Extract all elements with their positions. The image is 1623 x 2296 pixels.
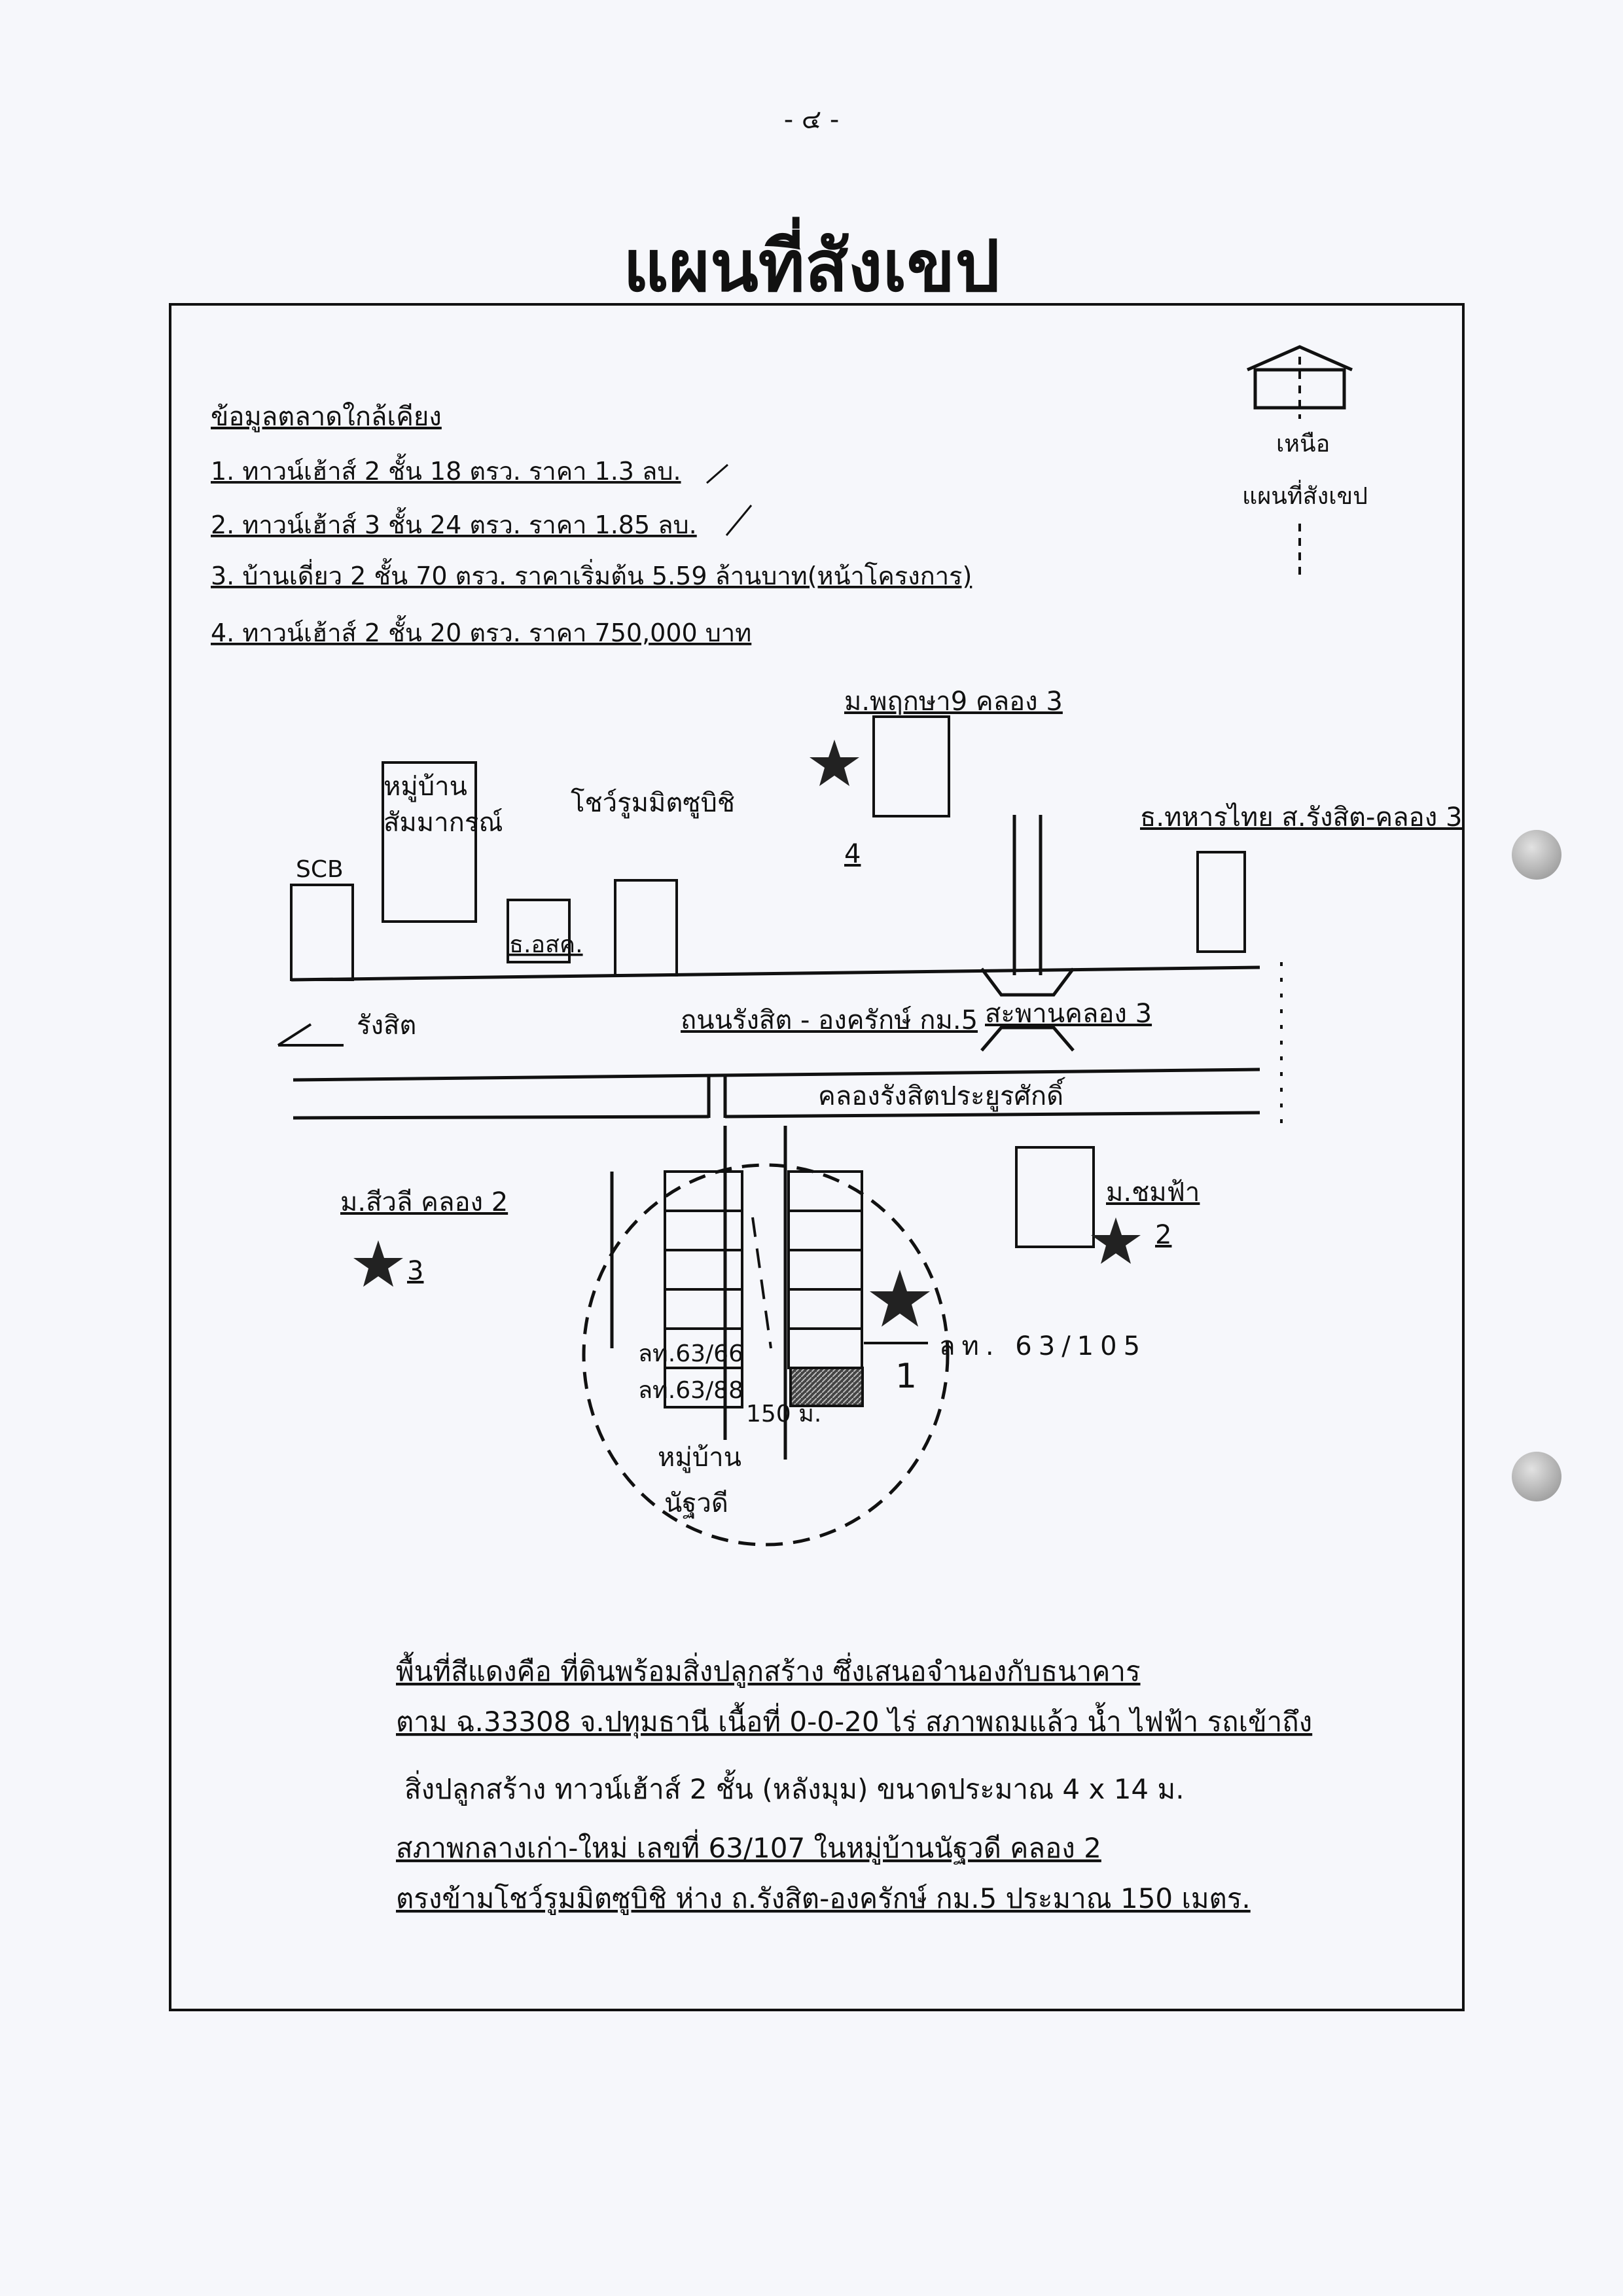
label-bridge: สะพานคลอง 3 xyxy=(985,999,1152,1029)
tick-mark xyxy=(706,463,728,484)
market-item: 3. บ้านเดี่ยว 2 ชั้น 70 ตรว. ราคาเริ่มต้… xyxy=(211,558,972,590)
dashed-guide xyxy=(751,1217,772,1349)
townhouse-row-right xyxy=(787,1170,863,1369)
label-lot-66: ลท.63/66 xyxy=(638,1340,743,1367)
marker-label-1: 1 xyxy=(895,1357,917,1396)
label-scb: SCB xyxy=(296,856,344,883)
note-line: สิ่งปลูกสร้าง ทาวน์เฮ้าส์ 2 ชั้น (หลังมุ… xyxy=(404,1769,1185,1806)
label-lot-105: ลท. 63/105 xyxy=(939,1331,1147,1361)
building-sammakorn xyxy=(382,761,477,923)
label-distance: 150 ม. xyxy=(746,1401,821,1427)
punch-hole-bottom xyxy=(1512,1452,1561,1501)
label-sammakorn: หมู่บ้าน xyxy=(383,772,467,802)
label-lot-88: ลท.63/88 xyxy=(638,1377,743,1404)
building-tmb xyxy=(1196,851,1246,953)
building-pruksa xyxy=(872,715,950,817)
north-label: เหนือ xyxy=(1276,431,1330,457)
building-chomfa xyxy=(1015,1146,1095,1248)
market-heading: ข้อมูลตลาดใกล้เคียง xyxy=(211,401,442,432)
marker-label-3: 3 xyxy=(407,1256,423,1286)
note-line: พื้นที่สีแดงคือ ที่ดินพร้อมสิ่งปลูกสร้าง… xyxy=(396,1651,1141,1688)
star-marker-3-icon xyxy=(353,1240,403,1287)
building-showroom xyxy=(614,879,678,977)
label-bank-aok: ธ.อสค. xyxy=(509,931,583,958)
note-line: สภาพกลางเก่า-ใหม่ เลขที่ 63/107 ในหมู่บ้… xyxy=(396,1829,1101,1865)
page-number: - ๔ - xyxy=(783,105,840,135)
label-sammakorn: สัมมากรณ์ xyxy=(383,808,503,838)
arrow-left-icon xyxy=(277,1023,312,1047)
bridge-icon xyxy=(980,967,1075,1052)
north-sublabel: แผนที่สังเขป xyxy=(1242,480,1368,510)
punch-hole-top xyxy=(1512,830,1561,880)
star-marker-2-icon xyxy=(1091,1217,1141,1264)
north-arrow-icon xyxy=(1246,345,1353,576)
market-item: 1. ทาวน์เฮ้าส์ 2 ชั้น 18 ตรว. ราคา 1.3 ล… xyxy=(211,453,681,486)
note-line: ตาม ฉ.33308 จ.ปทุมธานี เนื้อที่ 0-0-20 ไ… xyxy=(396,1702,1312,1739)
label-chomfa: ม.ชมฟ้า xyxy=(1106,1177,1200,1208)
tick-mark xyxy=(725,505,753,536)
star-marker-1-icon xyxy=(870,1270,930,1327)
label-road: ถนนรังสิต - องครักษ์ กม.5 xyxy=(681,1005,978,1035)
main-road-edge xyxy=(293,1067,1260,1082)
label-canal: คลองรังสิตประยูรศักดิ์ xyxy=(818,1077,1065,1111)
townhouse-row-left xyxy=(664,1170,743,1408)
market-item: 4. ทาวน์เฮ้าส์ 2 ชั้น 20 ตรว. ราคา 750,0… xyxy=(211,615,751,647)
marker-label-4: 4 xyxy=(844,839,861,869)
market-item: 2. ทาวน์เฮ้าส์ 3 ชั้น 24 ตรว. ราคา 1.85 … xyxy=(211,507,697,539)
label-siwali: ม.สีวลี คลอง 2 xyxy=(340,1187,508,1217)
label-rangsit: รังสิต xyxy=(357,1011,416,1041)
star-marker-4-icon xyxy=(810,740,859,786)
note-line: ตรงข้ามโชว์รูมมิตซูบิชิ ห่าง ถ.รังสิต-อง… xyxy=(396,1882,1251,1915)
canal-edge xyxy=(293,1115,709,1120)
building-scb xyxy=(290,884,354,981)
label-nurati: หมู่บ้าน xyxy=(658,1443,741,1473)
map-frame xyxy=(169,303,1465,2011)
main-road-edge xyxy=(291,965,1260,982)
label-showroom: โชว์รูมมิตซูบิชิ xyxy=(571,788,735,818)
subject-property xyxy=(789,1367,864,1407)
radius-circle xyxy=(582,1163,950,1547)
building-bank-aok xyxy=(507,899,571,963)
marker-label-2: 2 xyxy=(1155,1220,1171,1250)
canal-edge xyxy=(724,1111,1260,1119)
label-pruksa: ม.พฤกษา9 คลอง 3 xyxy=(844,687,1063,717)
label-tmb: ธ.ทหารไทย ส.รังสิต-คลอง 3 xyxy=(1140,802,1462,833)
label-nurati: นัฐวดี xyxy=(664,1488,728,1519)
document-title: แผนที่สังเขป xyxy=(623,226,1000,308)
